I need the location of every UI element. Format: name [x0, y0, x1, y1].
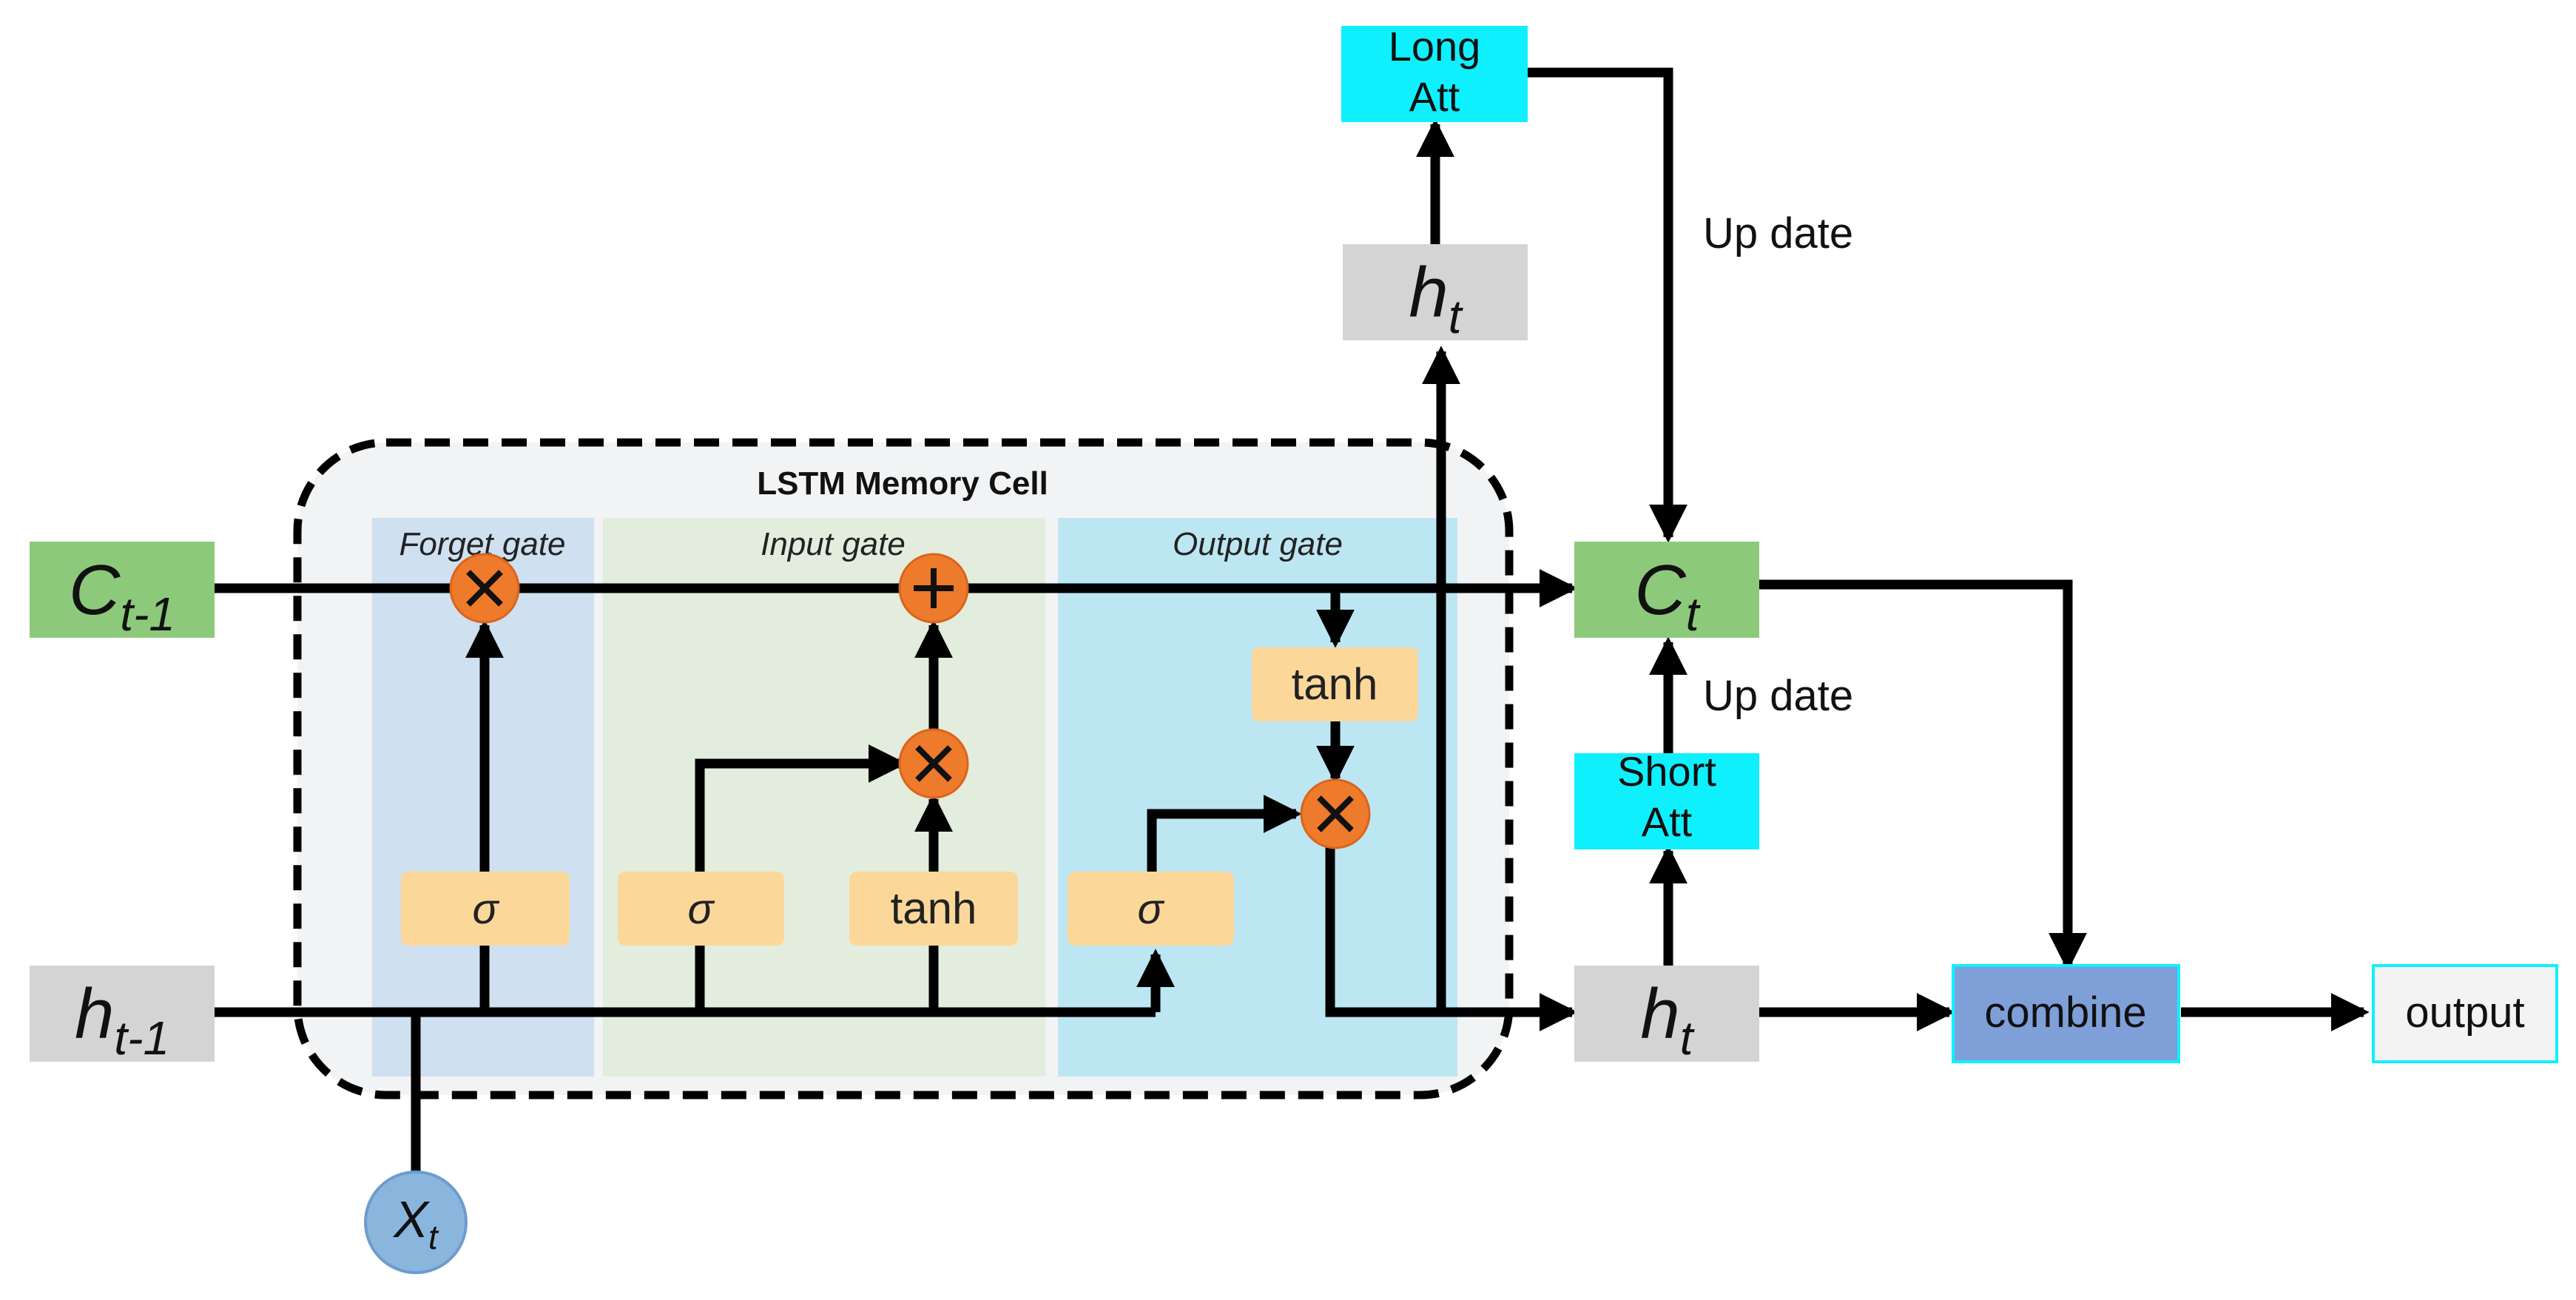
output-tanh-label: tanh	[1292, 659, 1378, 709]
h-t-top-box	[1343, 244, 1528, 340]
forget-multiply-node	[449, 553, 520, 624]
cell-border	[293, 438, 1514, 1099]
short-att-box	[1574, 753, 1759, 849]
long-att-line1: Long	[1389, 23, 1481, 70]
h-t-label: ht	[1640, 974, 1694, 1065]
input-gate-label: Input gate	[761, 526, 906, 562]
c-prev-box	[30, 542, 215, 638]
cell-title: LSTM Memory Cell	[757, 465, 1048, 502]
cell-to-combine-line	[1759, 579, 2087, 971]
h-prev-box	[30, 966, 215, 1062]
c-t-label: Ct	[1634, 550, 1700, 641]
input-sigma-box	[618, 872, 784, 946]
input-multiply-node	[898, 728, 969, 799]
h-prev-label: ht-1	[75, 974, 169, 1065]
output-sigma-to-multiply	[1147, 795, 1302, 873]
output-gate-label: Output gate	[1173, 526, 1343, 562]
c-prev-label: Ct-1	[69, 550, 175, 641]
output-gate-region	[1058, 518, 1457, 1077]
output-label: output	[2405, 989, 2524, 1037]
output-box	[2372, 964, 2558, 1063]
long-att-update-line	[1528, 67, 1687, 543]
long-att-box	[1341, 26, 1528, 122]
combine-label: combine	[1984, 989, 2146, 1037]
long-att-line2: Att	[1409, 73, 1460, 120]
x-input-node	[364, 1171, 468, 1274]
forget-sigma-box	[401, 872, 570, 946]
output-multiply-node	[1300, 778, 1371, 849]
input-add-node	[898, 553, 969, 624]
output-sigma-label: σ	[1138, 885, 1165, 933]
output-tanh-box	[1252, 647, 1418, 721]
output-sigma-box	[1068, 872, 1234, 946]
output-to-hidden-line	[1325, 836, 1578, 1031]
update-label-mid: Up date	[1703, 672, 1853, 720]
input-tanh-label: tanh	[891, 883, 977, 933]
update-label-top: Up date	[1703, 209, 1853, 257]
h-t-box	[1574, 966, 1759, 1062]
short-att-line2: Att	[1642, 798, 1693, 845]
h-t-top-label: ht	[1409, 253, 1463, 343]
input-sigma-to-multiply	[695, 744, 907, 872]
input-tanh-box	[849, 872, 1018, 946]
forget-sigma-label: σ	[473, 885, 500, 933]
input-gate-region	[603, 518, 1045, 1077]
input-sigma-label: σ	[688, 885, 715, 933]
c-t-box	[1574, 542, 1759, 638]
x-input-label: Xt	[392, 1190, 439, 1256]
combine-box	[1952, 964, 2180, 1063]
short-att-line1: Short	[1617, 748, 1716, 795]
